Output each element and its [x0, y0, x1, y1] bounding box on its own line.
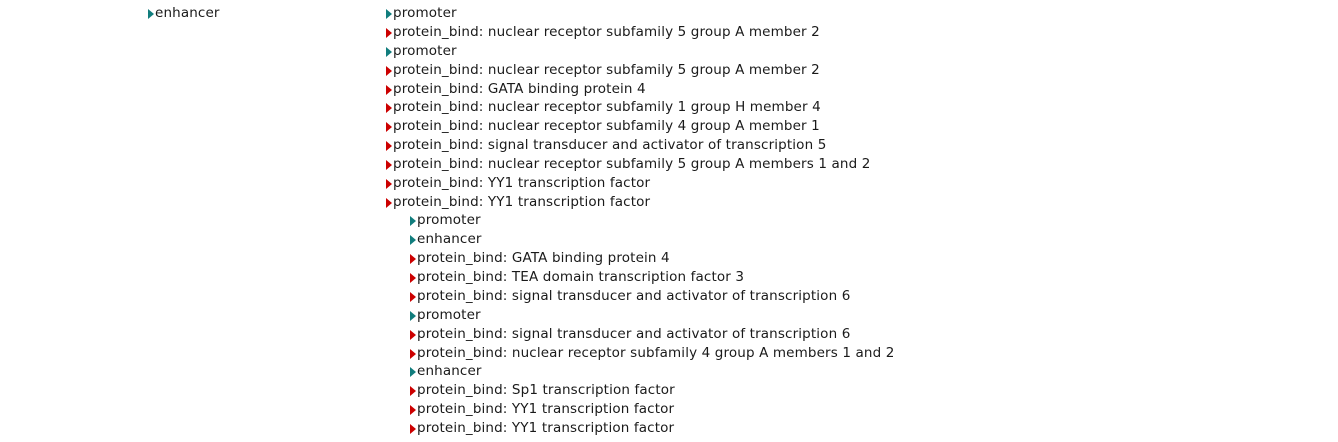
feature-row[interactable]: protein_bind: YY1 transcription factor [410, 419, 674, 438]
feature-label: promoter [393, 43, 457, 59]
feature-row[interactable]: protein_bind: nuclear receptor subfamily… [386, 61, 820, 80]
feature-row[interactable]: protein_bind: TEA domain transcription f… [410, 268, 744, 287]
binding-arrow-icon [410, 423, 416, 434]
feature-label: protein_bind: signal transducer and acti… [417, 326, 851, 342]
binding-arrow-icon [410, 329, 416, 340]
feature-label: protein_bind: nuclear receptor subfamily… [393, 62, 820, 78]
feature-row[interactable]: protein_bind: signal transducer and acti… [410, 325, 850, 344]
binding-arrow-icon [386, 159, 392, 170]
binding-arrow-icon [386, 197, 392, 208]
feature-label: enhancer [155, 5, 220, 21]
feature-row[interactable]: enhancer [410, 362, 482, 381]
feature-label: protein_bind: YY1 transcription factor [417, 420, 675, 436]
feature-row[interactable]: protein_bind: signal transducer and acti… [386, 136, 826, 155]
feature-row[interactable]: protein_bind: nuclear receptor subfamily… [410, 344, 894, 363]
feature-row[interactable]: protein_bind: YY1 transcription factor [410, 400, 674, 419]
binding-arrow-icon [386, 121, 392, 132]
feature-label: protein_bind: nuclear receptor subfamily… [417, 345, 895, 361]
feature-label: protein_bind: nuclear receptor subfamily… [393, 24, 820, 40]
feature-row[interactable]: protein_bind: Sp1 transcription factor [410, 381, 675, 400]
feature-label: protein_bind: YY1 transcription factor [393, 194, 651, 210]
feature-row[interactable]: promoter [386, 42, 457, 61]
feature-label: protein_bind: TEA domain transcription f… [417, 269, 745, 285]
binding-arrow-icon [386, 140, 392, 151]
binding-arrow-icon [410, 348, 416, 359]
feature-label: protein_bind: GATA binding protein 4 [393, 81, 646, 97]
feature-row[interactable]: protein_bind: signal transducer and acti… [410, 287, 850, 306]
regulatory-arrow-icon [410, 310, 416, 321]
feature-label: promoter [393, 5, 457, 21]
feature-label: protein_bind: YY1 transcription factor [417, 401, 675, 417]
regulatory-arrow-icon [410, 366, 416, 377]
feature-row[interactable]: enhancer [148, 4, 220, 23]
regulatory-arrow-icon [410, 234, 416, 245]
regulatory-arrow-icon [148, 8, 154, 19]
regulatory-arrow-icon [386, 46, 392, 57]
feature-row[interactable]: protein_bind: GATA binding protein 4 [386, 80, 646, 99]
binding-arrow-icon [410, 291, 416, 302]
feature-row[interactable]: promoter [410, 306, 481, 325]
feature-label: protein_bind: signal transducer and acti… [393, 137, 827, 153]
feature-row[interactable]: protein_bind: nuclear receptor subfamily… [386, 23, 820, 42]
feature-row[interactable]: protein_bind: GATA binding protein 4 [410, 249, 670, 268]
feature-row[interactable]: promoter [386, 4, 457, 23]
regulatory-arrow-icon [410, 215, 416, 226]
binding-arrow-icon [386, 178, 392, 189]
feature-row[interactable]: protein_bind: nuclear receptor subfamily… [386, 155, 870, 174]
binding-arrow-icon [410, 385, 416, 396]
feature-row[interactable]: protein_bind: YY1 transcription factor [386, 174, 650, 193]
feature-row[interactable]: enhancer [410, 230, 482, 249]
feature-label: promoter [417, 212, 481, 228]
feature-row[interactable]: protein_bind: YY1 transcription factor [386, 193, 650, 212]
binding-arrow-icon [386, 65, 392, 76]
binding-arrow-icon [410, 253, 416, 264]
feature-row[interactable]: protein_bind: nuclear receptor subfamily… [386, 98, 821, 117]
feature-label: protein_bind: nuclear receptor subfamily… [393, 99, 821, 115]
regulatory-arrow-icon [386, 8, 392, 19]
binding-arrow-icon [410, 272, 416, 283]
feature-label: enhancer [417, 363, 482, 379]
binding-arrow-icon [410, 404, 416, 415]
feature-row[interactable]: promoter [410, 211, 481, 230]
feature-label: enhancer [417, 231, 482, 247]
feature-row[interactable]: protein_bind: nuclear receptor subfamily… [386, 117, 820, 136]
feature-label: protein_bind: signal transducer and acti… [417, 288, 851, 304]
feature-label: promoter [417, 307, 481, 323]
feature-label: protein_bind: Sp1 transcription factor [417, 382, 675, 398]
feature-label: protein_bind: GATA binding protein 4 [417, 250, 670, 266]
feature-label: protein_bind: YY1 transcription factor [393, 175, 651, 191]
binding-arrow-icon [386, 27, 392, 38]
binding-arrow-icon [386, 102, 392, 113]
feature-label: protein_bind: nuclear receptor subfamily… [393, 118, 820, 134]
feature-label: protein_bind: nuclear receptor subfamily… [393, 156, 871, 172]
binding-arrow-icon [386, 84, 392, 95]
